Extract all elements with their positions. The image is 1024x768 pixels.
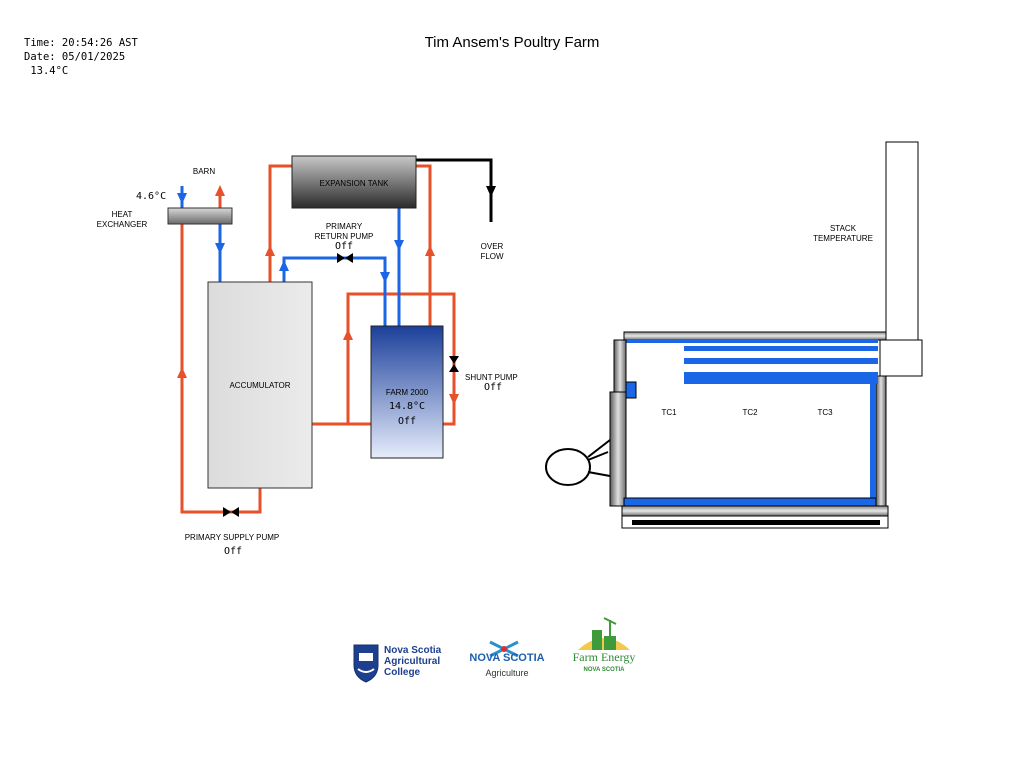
nsac-line3: College: [384, 667, 421, 678]
farm2000-temp-value: 14.8°C: [388, 401, 426, 412]
barn-label: BARN: [192, 167, 216, 176]
barn-temp-value: 4.6°C: [136, 191, 167, 202]
stack-collar: [879, 339, 923, 377]
status-panel: Time: 20:54:26 AST Date: 05/01/2025 13.4…: [24, 36, 138, 78]
accumulator-label: ACCUMULATOR: [229, 381, 291, 390]
primary-return-pump-label: PRIMARY RETURN PUMP: [314, 222, 374, 241]
ns-agri-line2: Agriculture: [485, 668, 529, 678]
overflow-pipe: [416, 158, 496, 222]
expansion-tank-label: EXPANSION TANK: [319, 179, 389, 188]
primary-return-pump-state: Off: [335, 241, 354, 252]
farm-energy-line2: NOVA SCOTIA: [583, 667, 625, 673]
primary-supply-pump-label: PRIMARY SUPPLY PUMP: [184, 533, 280, 542]
accumulator: [207, 281, 313, 489]
farm-energy-icon: [578, 617, 630, 650]
shunt-pump-label: SHUNT PUMP: [465, 373, 518, 382]
shunt-pump-valve[interactable]: [449, 356, 459, 372]
tc2-label: TC2: [742, 408, 758, 417]
nsac-shield-icon: [353, 644, 379, 683]
date-readout: Date: 05/01/2025: [24, 51, 126, 63]
shunt-pump-state: Off: [484, 382, 503, 393]
tc1-label: TC1: [661, 408, 677, 417]
nsac-line2: Agricultural: [384, 656, 441, 667]
ns-saltire-icon: [489, 640, 519, 658]
overflow-label: OVER FLOW: [480, 242, 504, 261]
tc3-label: TC3: [817, 408, 833, 417]
heat-exchanger: [167, 207, 233, 225]
farm2000-label: FARM 2000: [385, 388, 429, 397]
ns-agri-line1: NOVA SCOTIA: [469, 652, 545, 664]
exhaust-stack: [885, 141, 919, 341]
primary-supply-pump-valve[interactable]: [223, 507, 239, 517]
page-title: Tim Ansem's Poultry Farm: [424, 34, 600, 51]
poultry-barn: [545, 141, 923, 529]
farm-2000-boiler: [370, 325, 444, 459]
farm-energy-line1: Farm Energy: [572, 650, 636, 664]
stack-temperature-label: STACK TEMPERATURE: [813, 224, 873, 243]
fan-icon: [545, 448, 591, 486]
logo-farm-energy: Farm Energy NOVA SCOTIA: [562, 616, 646, 676]
nsac-line1: Nova Scotia: [384, 645, 442, 656]
logo-nsac: Nova Scotia Agricultural College: [352, 643, 462, 685]
hot-pipe-arrows: [177, 185, 459, 405]
primary-return-pump-valve[interactable]: [337, 253, 353, 263]
time-readout: Time: 20:54:26 AST: [24, 37, 138, 49]
farm2000-state: Off: [397, 416, 417, 427]
primary-supply-pump-state: Off: [224, 546, 243, 557]
cold-pipe-arrows: [177, 193, 404, 283]
expansion-tank: [291, 155, 417, 209]
heat-exchanger-label: HEAT EXCHANGER: [96, 210, 148, 229]
outside-temp-readout: 13.4°C: [24, 65, 69, 77]
logo-ns-agriculture: NOVA SCOTIA Agriculture: [460, 640, 554, 684]
